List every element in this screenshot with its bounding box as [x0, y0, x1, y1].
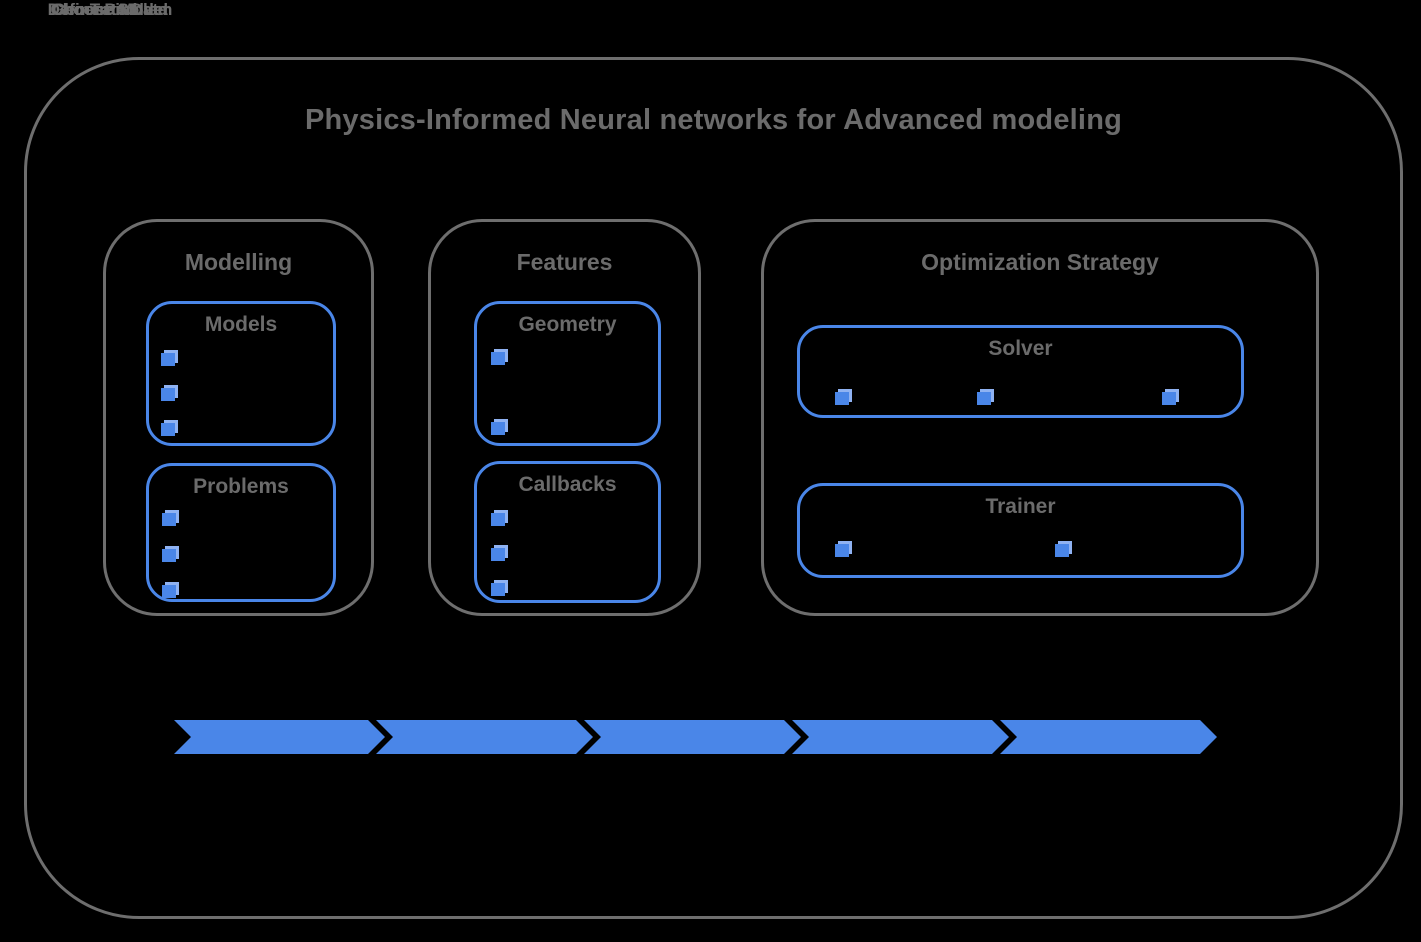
cube-bullet-icon: [835, 389, 852, 405]
flow-arrow-segment: [174, 720, 385, 754]
box-problems: Problems: [146, 463, 336, 602]
panel-optimization-strategy: Optimization Strategy Solver Trainer: [761, 219, 1319, 616]
box-geometry-title: Geometry: [518, 313, 617, 336]
box-trainer-title: Trainer: [985, 495, 1056, 518]
cube-bullet-icon: [161, 385, 178, 401]
box-callbacks-bullet-list: [491, 510, 508, 596]
box-trainer: Trainer: [797, 483, 1244, 578]
flow-arrow-segment: [792, 720, 1009, 754]
cube-bullet-icon: [491, 419, 508, 435]
flow-step-choose-solver: Choose Solver: [50, 0, 170, 19]
box-models: Models: [146, 301, 336, 446]
panel-modelling-title: Modelling: [184, 249, 293, 275]
flow-arrow-segment: [584, 720, 801, 754]
cube-bullet-icon: [835, 541, 852, 557]
panel-modelling: Modelling Models Problems: [103, 219, 374, 616]
cube-bullet-icon: [161, 420, 178, 436]
cube-bullet-icon: [161, 350, 178, 366]
flow-step-train: Train: [89, 0, 131, 19]
flow-step-generate-data: Generate Data: [52, 0, 168, 19]
cube-bullet-icon: [977, 389, 994, 405]
cube-bullet-icon: [162, 582, 179, 598]
panel-features-title: Features: [516, 249, 613, 275]
flow-step-choose-model: Choose Model: [51, 0, 169, 19]
cube-bullet-icon: [491, 510, 508, 526]
box-problems-title: Problems: [193, 475, 289, 498]
box-models-bullet-list: [161, 350, 178, 436]
panel-optimization-strategy-title: Optimization Strategy: [921, 249, 1159, 275]
flow-arrow-segment: [1000, 720, 1217, 754]
cube-bullet-icon: [491, 545, 508, 561]
box-callbacks-title: Callbacks: [518, 473, 617, 496]
box-geometry-bullet-list: [491, 349, 508, 435]
cube-bullet-icon: [1162, 389, 1179, 405]
diagram-outer-frame: Physics-Informed Neural networks for Adv…: [24, 57, 1403, 919]
cube-bullet-icon: [491, 349, 508, 365]
box-geometry: Geometry: [474, 301, 661, 446]
box-models-title: Models: [204, 313, 278, 336]
box-callbacks: Callbacks: [474, 461, 661, 603]
process-flow-arrow: [174, 720, 1217, 754]
panel-features: Features Geometry Callbacks: [428, 219, 701, 616]
box-problems-bullet-list: [162, 510, 179, 598]
cube-bullet-icon: [162, 510, 179, 526]
cube-bullet-icon: [1055, 541, 1072, 557]
cube-bullet-icon: [491, 580, 508, 596]
cube-bullet-icon: [162, 546, 179, 562]
box-solver: Solver: [797, 325, 1244, 418]
flow-arrow-segment: [376, 720, 593, 754]
flow-step-define-problem: Define Problem: [47, 0, 173, 19]
box-solver-title: Solver: [988, 337, 1053, 360]
diagram-title: Physics-Informed Neural networks for Adv…: [304, 104, 1123, 136]
